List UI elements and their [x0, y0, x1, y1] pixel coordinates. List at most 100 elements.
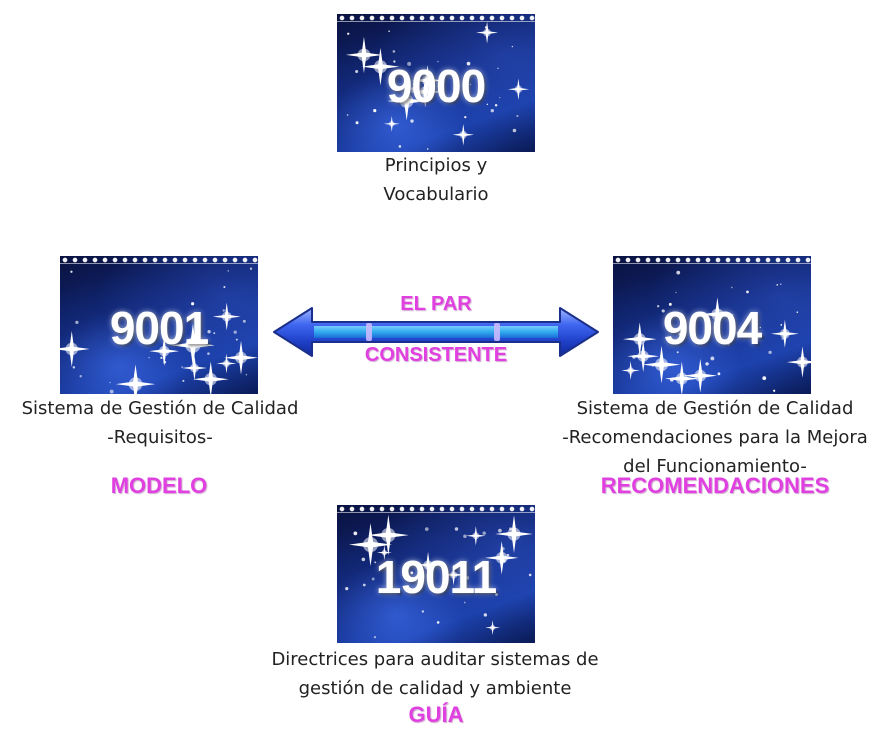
- star-dot: [410, 119, 414, 123]
- star-dot: [75, 320, 79, 324]
- star-sparkles: [621, 270, 811, 394]
- star-dot: [411, 87, 415, 91]
- tag-guia: GUÍA: [408, 702, 464, 727]
- sparkle-icon: [368, 514, 409, 556]
- star-dot: [374, 561, 377, 564]
- star-dot: [463, 534, 467, 539]
- star-dot: [781, 337, 784, 340]
- star-dot: [503, 559, 506, 563]
- sparkle-icon: [476, 21, 499, 44]
- star-dot: [355, 121, 359, 125]
- star-dot: [516, 114, 519, 118]
- star-dot: [176, 334, 179, 336]
- sparkle-icon: [495, 515, 533, 553]
- star-dot: [482, 531, 486, 535]
- sparkle-icon: [361, 47, 400, 86]
- star-dot: [160, 356, 163, 360]
- star-dot: [632, 355, 636, 359]
- star-dot: [207, 330, 211, 334]
- sparkle-icon: [224, 340, 258, 375]
- star-dot: [483, 613, 488, 617]
- sparkle-icon: [621, 361, 640, 380]
- connector-label-top: EL PAR: [400, 293, 472, 315]
- star-dot: [361, 557, 366, 562]
- star-dot: [437, 60, 439, 63]
- star-dot: [410, 571, 414, 575]
- sparkle-icon: [700, 297, 735, 332]
- sparkle-icon: [683, 358, 718, 393]
- caption-9004: Sistema de Gestión de Calidad -Recomenda…: [540, 394, 890, 481]
- star-dot: [398, 145, 402, 148]
- star-dot: [466, 61, 471, 66]
- star-dot: [373, 109, 377, 113]
- star-dot: [780, 323, 783, 326]
- star-dot: [233, 330, 237, 334]
- star-dot: [486, 103, 489, 106]
- caption-line: del Funcionamiento-: [623, 456, 807, 477]
- star-dot: [464, 116, 467, 119]
- star-dot: [485, 578, 488, 581]
- star-dot: [388, 30, 390, 32]
- caption-line: Sistema de Gestión de Calidad: [21, 398, 299, 419]
- star-dot: [109, 389, 114, 394]
- star-dot: [506, 553, 510, 557]
- star-dot: [388, 582, 390, 585]
- tag-modelo: MODELO: [110, 473, 208, 498]
- star-dot: [727, 342, 730, 346]
- caption-line: -Recomendaciones para la Mejora: [562, 427, 868, 448]
- star-dot: [656, 305, 660, 308]
- star-dot: [473, 97, 477, 101]
- sparkle-icon: [642, 345, 681, 384]
- star-dot: [421, 610, 425, 613]
- star-dot: [455, 94, 459, 98]
- caption-line: gestión de calidad y ambiente: [298, 678, 572, 699]
- star-dot: [512, 128, 517, 133]
- star-dot: [346, 114, 349, 116]
- star-dot: [207, 352, 210, 355]
- star-dot: [163, 360, 167, 364]
- star-dot: [692, 322, 696, 327]
- sparkle-icon: [627, 340, 660, 373]
- lace-border: [613, 256, 811, 263]
- star-dot: [407, 61, 412, 66]
- star-dot: [424, 527, 429, 531]
- star-dot: [499, 97, 501, 99]
- star-dot: [528, 573, 532, 577]
- star-dot: [768, 350, 772, 355]
- star-sparkles: [345, 514, 533, 639]
- star-dot: [678, 332, 682, 336]
- star-dot: [426, 148, 429, 150]
- sparkle-icon: [485, 620, 501, 636]
- tile-9001: 9001: [60, 256, 258, 394]
- tile-number: 9001: [109, 302, 209, 355]
- caption-line: Principios y: [384, 155, 488, 176]
- sparkle-icon: [376, 545, 392, 561]
- star-dot: [676, 270, 681, 275]
- star-dot: [209, 375, 213, 378]
- star-dot: [222, 309, 225, 312]
- star-dot: [796, 311, 799, 313]
- star-dot: [776, 283, 779, 286]
- star-dot: [676, 351, 679, 354]
- star-dot: [465, 576, 470, 580]
- star-dot: [249, 267, 253, 270]
- star-dot: [511, 45, 514, 48]
- star-dot: [227, 270, 230, 272]
- sparkle-icon: [664, 361, 699, 394]
- lace-border: [337, 14, 535, 21]
- star-dot: [495, 592, 498, 596]
- star-dot: [661, 309, 665, 313]
- caption-line: Directrices para auditar sistemas de: [271, 649, 599, 670]
- sparkle-icon: [383, 115, 400, 132]
- star-dot: [705, 362, 709, 366]
- star-dot: [345, 587, 349, 591]
- sparkle-icon: [345, 36, 383, 74]
- sparkle-icon: [216, 353, 237, 374]
- star-dot: [717, 372, 721, 376]
- tile-number: 9004: [662, 302, 762, 355]
- star-dot: [392, 50, 396, 53]
- star-dot: [759, 326, 761, 329]
- sparkle-icon: [409, 76, 441, 108]
- star-dot: [490, 108, 495, 113]
- sparkle-icon: [770, 319, 799, 348]
